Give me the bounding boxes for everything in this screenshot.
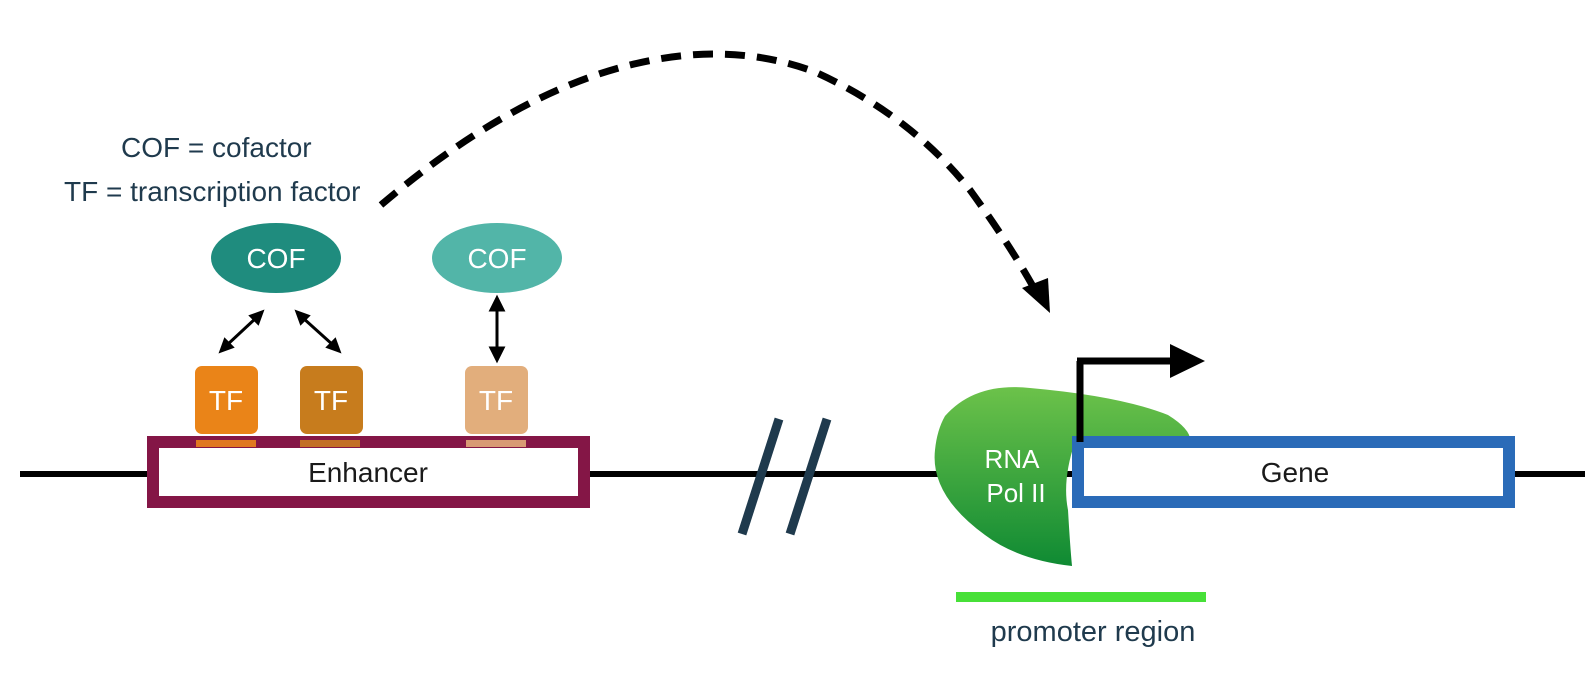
gene-label: Gene	[1261, 457, 1330, 488]
tf-label-3: TF	[479, 385, 513, 416]
tf-binding-site	[300, 440, 360, 447]
transcription-start-arrow	[1076, 344, 1205, 442]
tf-binding-site	[196, 440, 256, 447]
tf-box-3	[465, 366, 528, 434]
cofactor-label-1: COF	[246, 243, 305, 274]
enhancer-box	[147, 436, 590, 508]
tf-box-1	[195, 366, 258, 434]
legend-cofactor: COF = cofactor	[121, 132, 312, 163]
gene-box	[1072, 436, 1515, 508]
cofactor-label-2: COF	[467, 243, 526, 274]
promoter-region-highlight	[956, 592, 1206, 602]
enhancer-label: Enhancer	[308, 457, 428, 488]
interaction-arrow-3	[488, 294, 506, 364]
polymerase-label-line2: Pol II	[986, 478, 1045, 508]
rna-polymerase-shape	[934, 387, 1191, 566]
tf-label-2: TF	[314, 385, 348, 416]
distance-break-mark	[737, 417, 832, 536]
promoter-region-label: promoter region	[991, 616, 1196, 648]
polymerase-label-line1: RNA	[985, 444, 1041, 474]
enhancer-promoter-loop-arrow	[378, 50, 1039, 292]
tf-binding-site	[466, 440, 526, 447]
interaction-arrow-1	[218, 309, 265, 354]
cofactor-ellipse-1	[211, 223, 341, 293]
loop-arrowhead	[1022, 278, 1050, 313]
tf-box-2	[300, 366, 363, 434]
tf-label-1: TF	[209, 385, 243, 416]
legend-transcription-factor: TF = transcription factor	[64, 176, 361, 207]
interaction-arrow-2	[294, 309, 342, 354]
cofactor-ellipse-2	[432, 223, 562, 293]
